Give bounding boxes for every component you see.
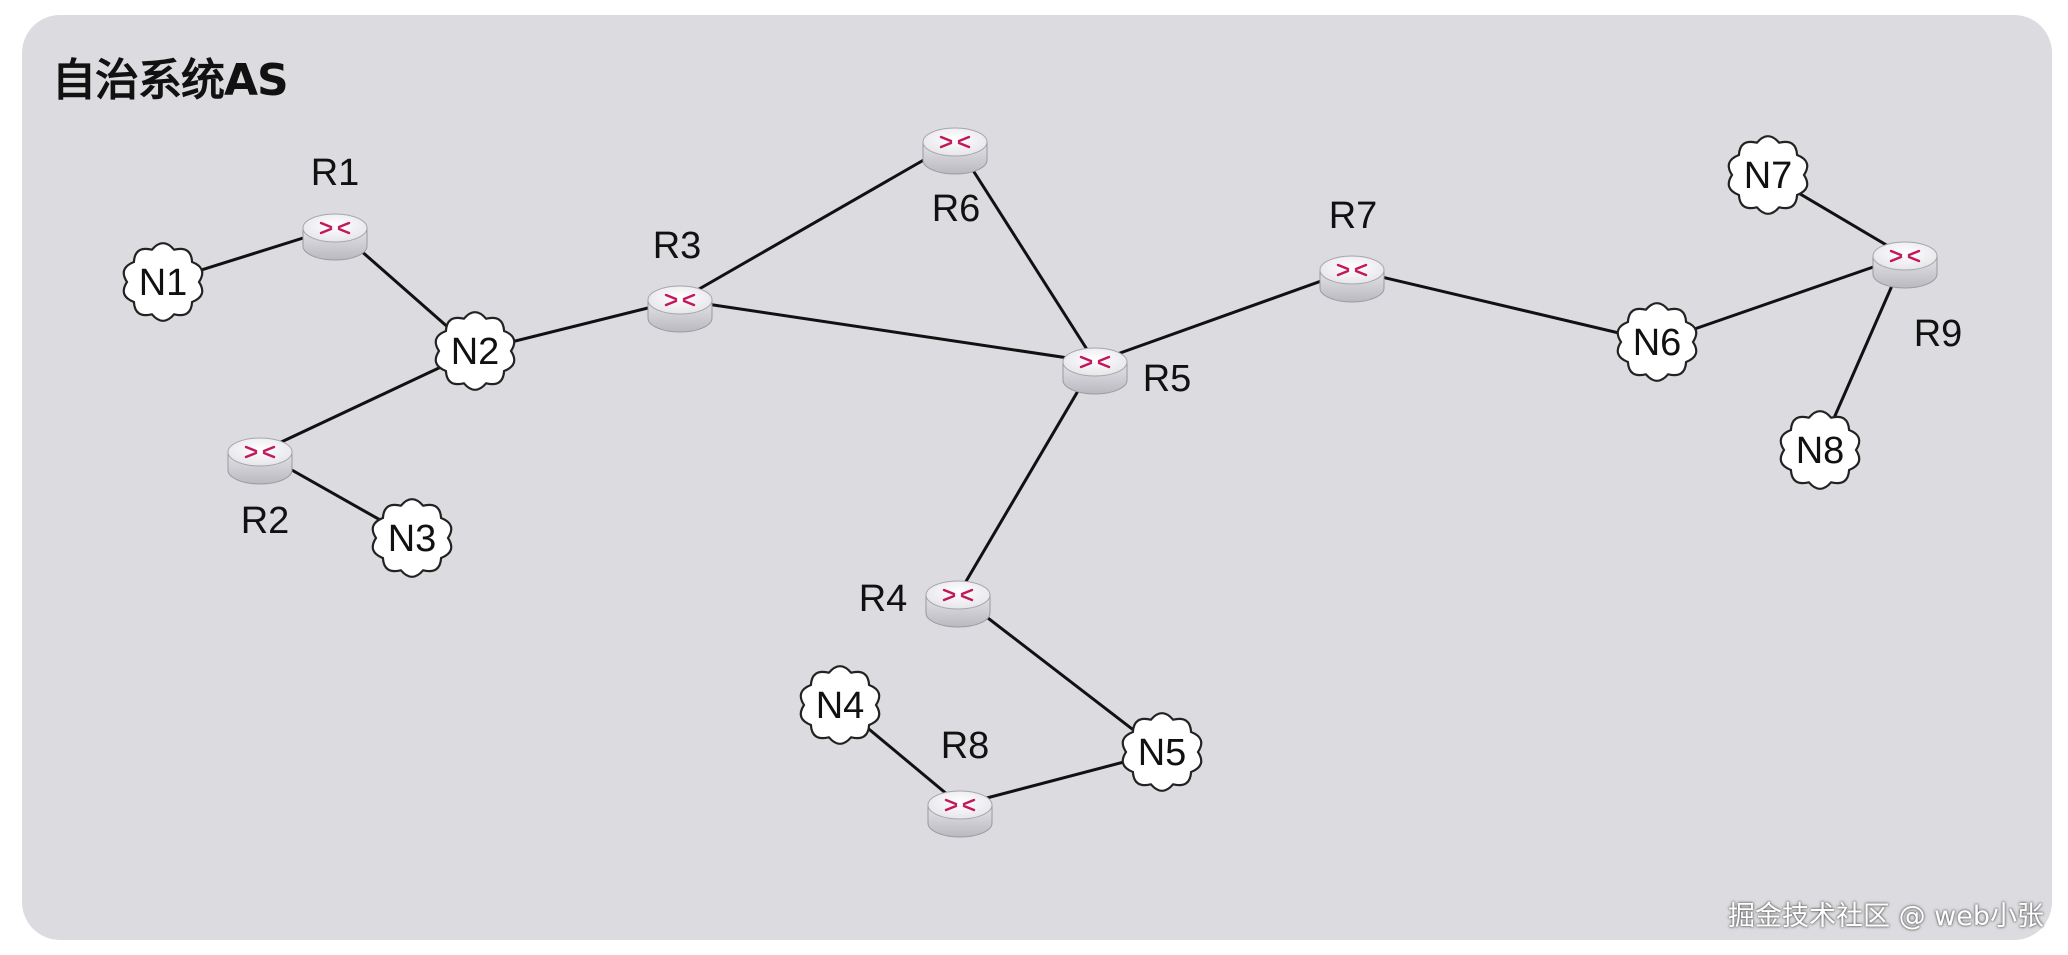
router-r3: R3 xyxy=(647,225,713,333)
cloud-icon xyxy=(799,665,881,745)
network-n3: N3 xyxy=(371,498,453,578)
router-label: R5 xyxy=(1143,358,1192,400)
network-label: N5 xyxy=(1138,732,1187,774)
panel-title: 自治系统AS xyxy=(52,55,289,106)
cloud-icon xyxy=(1727,135,1809,215)
cloud-icon xyxy=(1779,410,1861,490)
router-r6: R6 xyxy=(922,127,988,230)
router-r8: R8 xyxy=(927,725,993,838)
router-label: R8 xyxy=(941,725,990,767)
link-R5-R7 xyxy=(1094,268,1353,364)
router-icon xyxy=(927,790,993,838)
router-label: R4 xyxy=(859,578,908,620)
router-label: R3 xyxy=(653,225,702,267)
link-N6-R9 xyxy=(1656,254,1906,344)
network-label: N1 xyxy=(139,262,188,304)
cloud-icon xyxy=(1121,712,1203,792)
link-R4-N5 xyxy=(957,593,1163,754)
network-n1: N1 xyxy=(122,242,204,322)
network-label: N3 xyxy=(388,518,437,560)
cloud-icon xyxy=(1616,302,1698,382)
cloud-icon xyxy=(122,242,204,322)
network-n4: N4 xyxy=(799,665,881,745)
router-r5: R5 xyxy=(1062,347,1192,400)
router-r1: R1 xyxy=(302,152,368,261)
network-n5: N5 xyxy=(1121,712,1203,792)
router-r9: R9 xyxy=(1872,241,1963,355)
router-label: R1 xyxy=(311,152,360,194)
cloud-icon xyxy=(371,498,453,578)
network-label: N2 xyxy=(451,331,500,373)
link-R3-R6 xyxy=(679,140,956,302)
router-icon xyxy=(1319,255,1385,303)
network-n2: N2 xyxy=(434,311,516,391)
router-r7: R7 xyxy=(1319,195,1385,303)
router-label: R7 xyxy=(1329,195,1378,237)
network-label: N6 xyxy=(1633,322,1682,364)
links-layer xyxy=(162,140,1907,807)
router-label: R9 xyxy=(1914,313,1963,355)
link-R3-R5 xyxy=(679,298,1096,364)
router-icon xyxy=(227,437,293,485)
link-R5-R4 xyxy=(956,361,1097,596)
cloud-icon xyxy=(434,311,516,391)
router-r4: R4 xyxy=(859,578,991,628)
router-r2: R2 xyxy=(227,437,293,542)
router-icon xyxy=(647,285,713,333)
router-icon xyxy=(1062,347,1128,395)
router-label: R2 xyxy=(241,500,290,542)
router-icon xyxy=(925,580,991,628)
network-n6: N6 xyxy=(1616,302,1698,382)
network-n7: N7 xyxy=(1727,135,1809,215)
link-R6-R5 xyxy=(953,141,1097,363)
network-label: N8 xyxy=(1796,430,1845,472)
network-n8: N8 xyxy=(1779,410,1861,490)
network-label: N7 xyxy=(1744,155,1793,197)
router-icon xyxy=(302,213,368,261)
router-label: R6 xyxy=(932,188,981,230)
router-icon xyxy=(1872,241,1938,289)
watermark: 掘金技术社区 @ web小张 xyxy=(1728,901,2044,932)
network-label: N4 xyxy=(816,685,865,727)
router-icon xyxy=(922,127,988,175)
link-R7-N6 xyxy=(1351,268,1658,344)
